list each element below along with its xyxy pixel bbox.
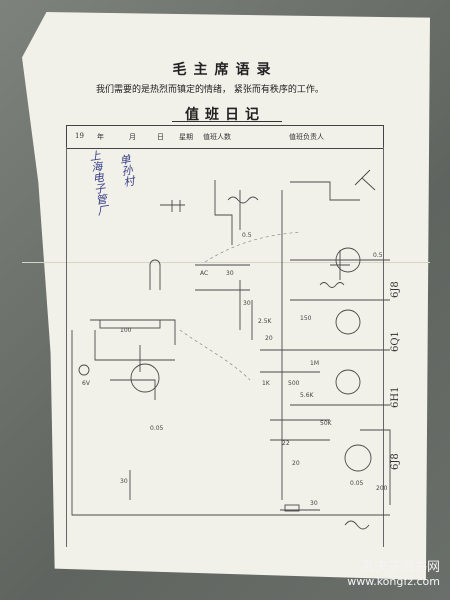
- header-weekday: 星期: [179, 133, 193, 141]
- quote-title: 毛主席语录: [172, 62, 278, 78]
- label-r2: 2.5K: [258, 318, 272, 325]
- label-c1: 0.5: [242, 232, 252, 239]
- tube-v2-icon: [335, 309, 361, 335]
- speaker-coil-icon: [344, 520, 370, 530]
- schematic-dashed-links: [179, 231, 301, 381]
- watermark-site-name: 孔夫子旧书网: [361, 560, 440, 575]
- watermark: 孔夫子旧书网 www.kongfz.com: [347, 556, 440, 588]
- label-c10: 30: [310, 500, 318, 507]
- label-c9: 0.5: [373, 252, 383, 259]
- side-label-3: 6H1: [390, 386, 401, 408]
- pilot-lamp-icon: [78, 364, 90, 376]
- paper-sheet: [22, 12, 430, 580]
- label-c4: 0.05: [150, 425, 164, 432]
- label-c5: 30: [120, 478, 128, 485]
- quote-text-part-1: 我们需要的是热烈而镇定的情绪，: [96, 85, 232, 95]
- tube-v4-icon: [344, 444, 372, 472]
- side-label-4: 6J8: [390, 453, 401, 470]
- paper-fold-line: [22, 262, 430, 263]
- header-person-in-charge: 值班负责人: [289, 133, 324, 141]
- side-label-2: 6Q1: [390, 331, 401, 352]
- tube-v3-icon: [335, 369, 361, 395]
- header-day: 日: [157, 133, 164, 141]
- header-month: 月: [129, 133, 136, 141]
- tube-v1-icon: [335, 247, 361, 273]
- quote-text-part-2: 紧张而有秩序的工作。: [233, 85, 324, 95]
- label-r7: 5.6K: [300, 392, 314, 399]
- label-ac: AC: [200, 270, 209, 277]
- label-r8: 50K: [320, 420, 332, 427]
- side-label-1: 6J8: [390, 281, 401, 298]
- schematic-wires: [71, 169, 391, 516]
- log-body-frame: [66, 147, 384, 547]
- label-c3: 30: [243, 300, 251, 307]
- header-attendance: 值班人数: [203, 133, 231, 141]
- header-year-unit: 年: [97, 133, 104, 141]
- mains-plug-icon: [149, 259, 161, 266]
- resistor-icon: [284, 504, 300, 512]
- label-lamp: 6V: [82, 380, 90, 387]
- power-transformer-icon: [99, 319, 161, 329]
- label-r3: 150: [300, 315, 312, 322]
- log-header-row: 19 年 月 日 星期 值班人数 值班负责人: [66, 125, 384, 149]
- label-c2: 30: [226, 270, 234, 277]
- if-coil-icon: [319, 282, 345, 288]
- rectifier-tube-icon: [130, 363, 160, 393]
- watermark-url: www.kongfz.com: [347, 575, 440, 588]
- label-r9: 22: [282, 440, 290, 447]
- label-c6: 20: [265, 335, 273, 342]
- label-r10: 200: [376, 485, 388, 492]
- header-year: 19: [75, 132, 84, 140]
- coil-icon: [227, 196, 259, 204]
- label-r1: 100: [120, 327, 132, 334]
- label-r4: 1M: [310, 360, 319, 367]
- quote-text: 我们需要的是热烈而镇定的情绪， 紧张而有秩序的工作。: [96, 82, 396, 95]
- title-underline: [172, 121, 282, 122]
- label-r5: 1K: [262, 380, 270, 387]
- label-r6: 500: [288, 380, 300, 387]
- schematic-components: [78, 196, 372, 530]
- label-c7: 20: [292, 460, 300, 467]
- log-title: 值班日记: [185, 107, 265, 123]
- label-c8: 0.05: [350, 480, 364, 487]
